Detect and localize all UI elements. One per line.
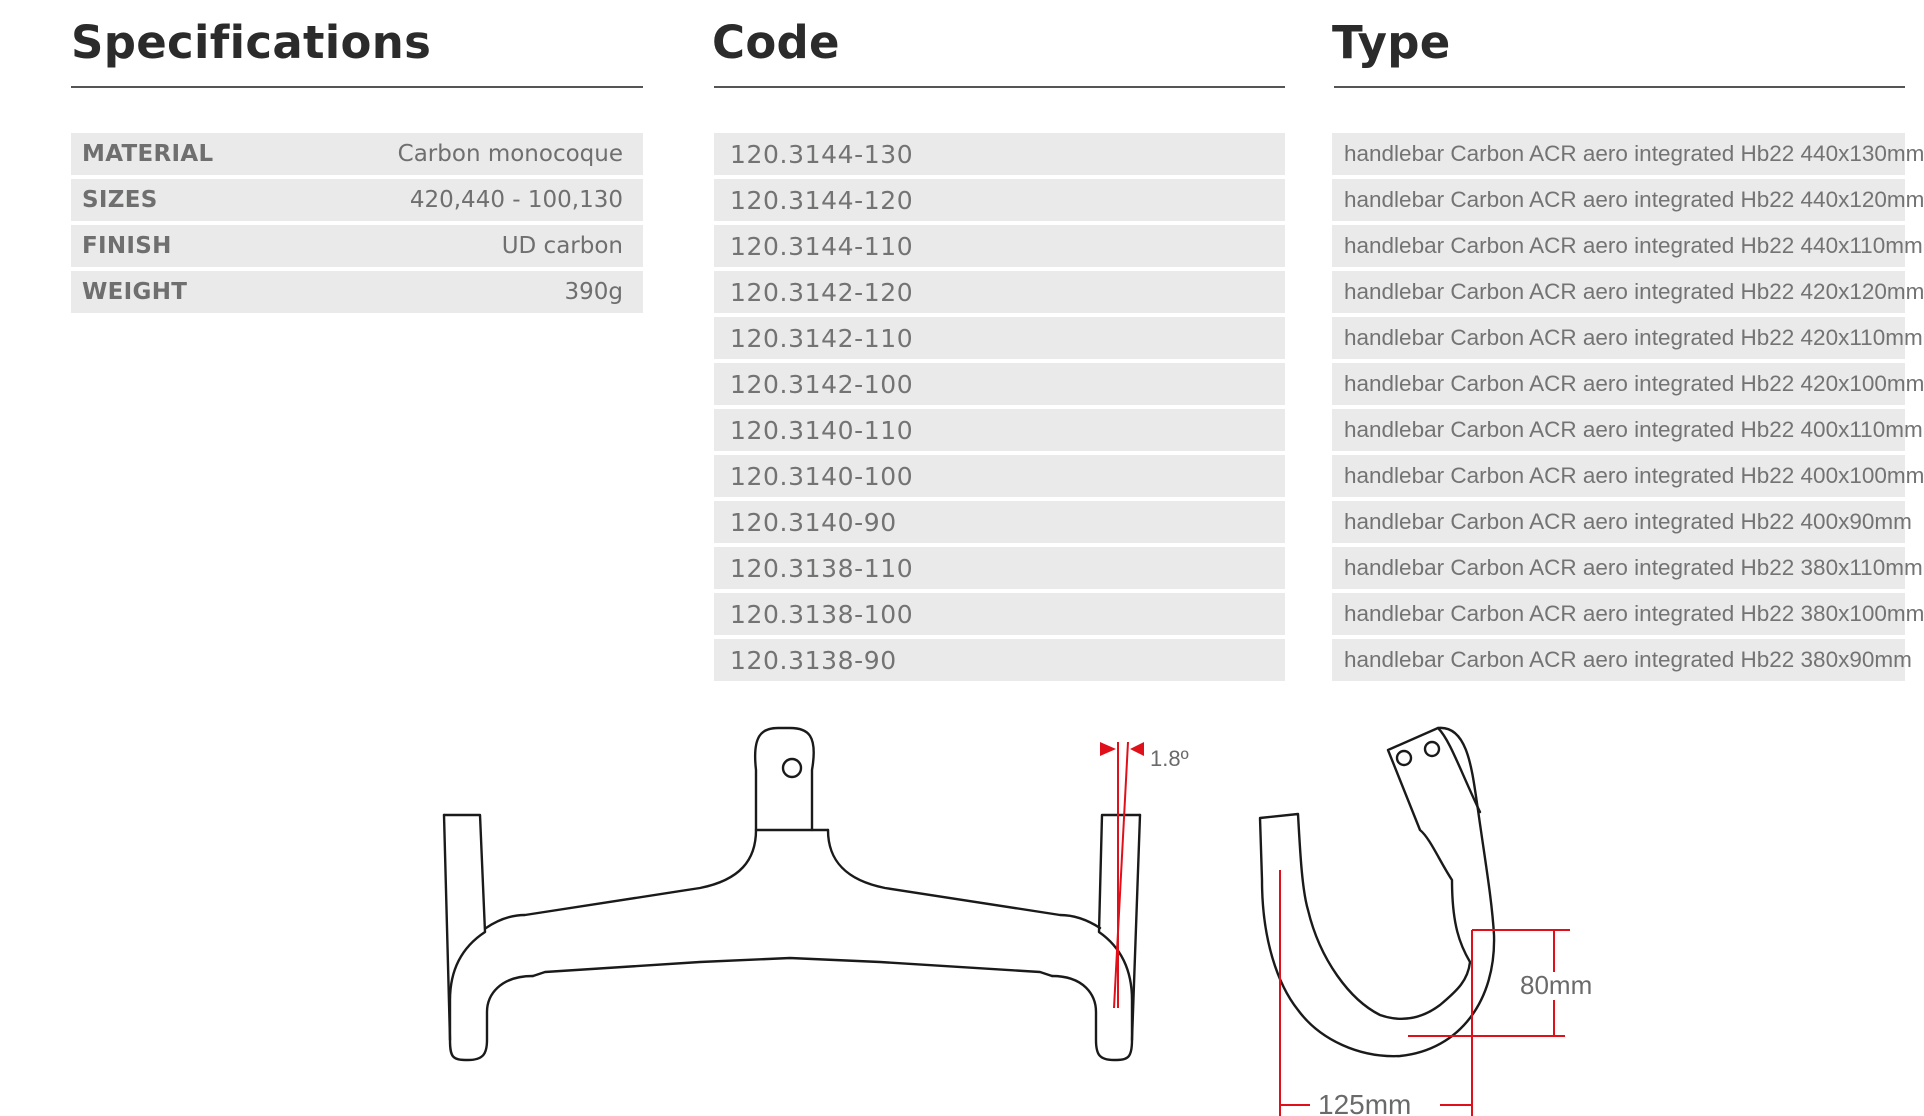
flare-angle-annotation: 1.8º: [1100, 741, 1189, 1009]
bar-top-edge: [484, 828, 1102, 930]
product-type: handlebar Carbon ACR aero integrated Hb2…: [1344, 601, 1924, 626]
spec-value: 420,440 - 100,130: [409, 187, 623, 213]
product-type: handlebar Carbon ACR aero integrated Hb2…: [1344, 463, 1924, 488]
type-row: handlebar Carbon ACR aero integrated Hb2…: [1332, 501, 1912, 543]
code-row: 120.3138-110: [714, 547, 1285, 589]
product-code: 120.3140-100: [730, 461, 914, 491]
type-row: handlebar Carbon ACR aero integrated Hb2…: [1332, 317, 1923, 359]
type-divider: [1334, 86, 1905, 88]
stem-bolt-hole: [781, 757, 803, 779]
side-bolt-hole-1: [1395, 749, 1413, 767]
code-row: 120.3140-100: [714, 455, 1285, 497]
spec-row-finish: FINISH UD carbon: [71, 225, 643, 267]
type-row: handlebar Carbon ACR aero integrated Hb2…: [1332, 455, 1924, 497]
handlebar-side-view: [1258, 726, 1496, 1058]
type-row: handlebar Carbon ACR aero integrated Hb2…: [1332, 225, 1923, 267]
drop-label: 80mm: [1520, 970, 1592, 1000]
type-row: handlebar Carbon ACR aero integrated Hb2…: [1332, 409, 1923, 451]
type-heading: Type: [1332, 16, 1451, 69]
bar-bottom-edge: [531, 956, 1054, 978]
code-row: 120.3140-90: [714, 501, 1285, 543]
code-row: 120.3138-90: [714, 639, 1285, 681]
drop-dimension: [1408, 929, 1570, 1037]
product-type: handlebar Carbon ACR aero integrated Hb2…: [1344, 371, 1924, 396]
flare-angle-line: [1113, 741, 1129, 1009]
product-code: 120.3138-110: [730, 553, 914, 583]
reach-label: 125mm: [1318, 1089, 1411, 1116]
handlebar-front-view: [442, 726, 1142, 1062]
product-code: 120.3144-120: [730, 185, 914, 215]
type-row: handlebar Carbon ACR aero integrated Hb2…: [1332, 639, 1912, 681]
code-row: 120.3140-110: [714, 409, 1285, 451]
product-code: 120.3142-110: [730, 323, 914, 353]
product-code: 120.3144-110: [730, 231, 914, 261]
spec-label: WEIGHT: [82, 279, 188, 305]
type-row: handlebar Carbon ACR aero integrated Hb2…: [1332, 593, 1924, 635]
product-type: handlebar Carbon ACR aero integrated Hb2…: [1344, 325, 1923, 350]
code-row: 120.3138-100: [714, 593, 1285, 635]
specifications-divider: [71, 86, 643, 88]
spec-value: Carbon monocoque: [397, 141, 623, 167]
reach-dimension: [1279, 870, 1473, 1116]
type-row: handlebar Carbon ACR aero integrated Hb2…: [1332, 363, 1924, 405]
spec-row-weight: WEIGHT 390g: [71, 271, 643, 313]
product-type: handlebar Carbon ACR aero integrated Hb2…: [1344, 187, 1924, 212]
flare-arrow-left: [1100, 742, 1116, 756]
product-type: handlebar Carbon ACR aero integrated Hb2…: [1344, 555, 1923, 580]
product-type: handlebar Carbon ACR aero integrated Hb2…: [1344, 647, 1912, 672]
type-row: handlebar Carbon ACR aero integrated Hb2…: [1332, 179, 1924, 221]
flare-angle-label: 1.8º: [1150, 746, 1189, 771]
code-row: 120.3144-110: [714, 225, 1285, 267]
product-code: 120.3138-100: [730, 599, 914, 629]
code-row: 120.3142-120: [714, 271, 1285, 313]
product-type: handlebar Carbon ACR aero integrated Hb2…: [1344, 141, 1924, 166]
stem-head-outline: [753, 726, 815, 832]
flare-arrow-right: [1130, 742, 1144, 756]
spec-label: MATERIAL: [82, 141, 214, 167]
left-drop-outer: [442, 813, 452, 1042]
product-code: 120.3140-110: [730, 415, 914, 445]
product-code: 120.3142-100: [730, 369, 914, 399]
side-bolt-hole-2: [1423, 740, 1441, 758]
product-type: handlebar Carbon ACR aero integrated Hb2…: [1344, 279, 1924, 304]
specifications-heading: Specifications: [71, 16, 432, 69]
product-code: 120.3138-90: [730, 645, 897, 675]
spec-value: UD carbon: [501, 233, 623, 259]
code-heading: Code: [712, 16, 840, 69]
code-row: 120.3144-130: [714, 133, 1285, 175]
spec-row-material: MATERIAL Carbon monocoque: [71, 133, 643, 175]
product-type: handlebar Carbon ACR aero integrated Hb2…: [1344, 233, 1923, 258]
product-code: 120.3144-130: [730, 139, 914, 169]
spec-label: SIZES: [82, 187, 158, 213]
type-row: handlebar Carbon ACR aero integrated Hb2…: [1332, 271, 1924, 313]
code-divider: [714, 86, 1285, 88]
type-row: handlebar Carbon ACR aero integrated Hb2…: [1332, 133, 1924, 175]
code-row: 120.3142-110: [714, 317, 1285, 359]
side-profile-inner: [1436, 726, 1482, 814]
left-drop-outline: [442, 813, 535, 1062]
side-profile-outer: [1258, 726, 1496, 1058]
right-drop-outer: [1130, 813, 1142, 1042]
right-drop-outline: [1050, 813, 1142, 1062]
product-type: handlebar Carbon ACR aero integrated Hb2…: [1344, 417, 1923, 442]
product-code: 120.3142-120: [730, 277, 914, 307]
product-type: handlebar Carbon ACR aero integrated Hb2…: [1344, 509, 1912, 534]
spec-row-sizes: SIZES 420,440 - 100,130: [71, 179, 643, 221]
product-code: 120.3140-90: [730, 507, 897, 537]
code-row: 120.3142-100: [714, 363, 1285, 405]
type-row: handlebar Carbon ACR aero integrated Hb2…: [1332, 547, 1923, 589]
code-row: 120.3144-120: [714, 179, 1285, 221]
spec-label: FINISH: [82, 233, 172, 259]
spec-value: 390g: [564, 279, 624, 305]
